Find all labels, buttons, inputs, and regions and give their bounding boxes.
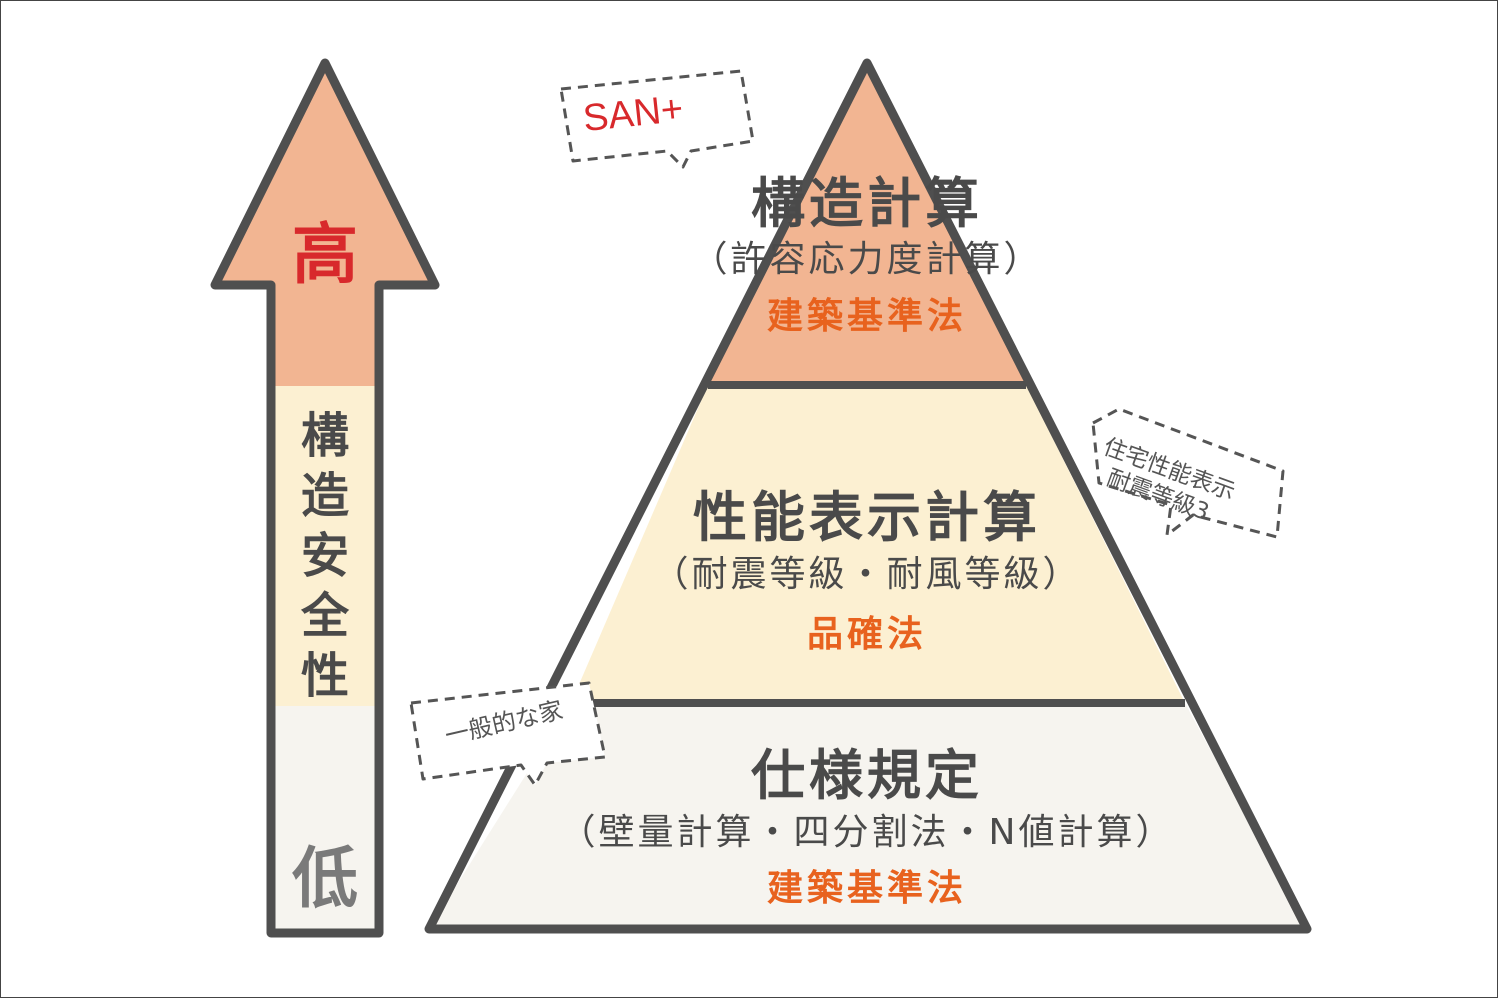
general-bubble xyxy=(409,681,607,787)
pyramid-tier-middle xyxy=(571,385,1185,703)
pyramid-tier-bottom xyxy=(429,703,1307,929)
pyramid-tier-top xyxy=(708,63,1026,385)
top-tier-law: 建築基準法 xyxy=(766,296,968,337)
arrow-outline xyxy=(210,58,440,938)
top-tier-subtitle: （許容応力度計算） xyxy=(691,239,1043,280)
bottom-tier-title: 仕様規定 xyxy=(751,744,983,807)
pyramid-outline xyxy=(424,58,1312,934)
arrow-high-label: 高 xyxy=(292,216,358,293)
bottom-tier-subtitle: （壁量計算・四分割法・N値計算） xyxy=(559,812,1175,853)
general-bubble-outline xyxy=(409,681,607,787)
san-bubble xyxy=(559,69,755,169)
arrow-axis-label: 構造安全性 xyxy=(300,408,349,704)
middle-tier-title: 性能表示計算 xyxy=(693,486,1041,549)
middle-tier-law: 品確法 xyxy=(806,614,928,655)
grade-bubble-outline xyxy=(1091,407,1285,539)
grade-bubble xyxy=(1091,407,1285,539)
arrow-low-label: 低 xyxy=(292,840,358,917)
bottom-tier-law: 建築基準法 xyxy=(766,868,968,909)
pyramid xyxy=(424,58,1312,934)
top-tier-title: 構造計算 xyxy=(751,172,983,235)
san-bubble-outline xyxy=(559,69,755,169)
middle-tier-subtitle: （耐震等級・耐風等級） xyxy=(652,554,1082,595)
